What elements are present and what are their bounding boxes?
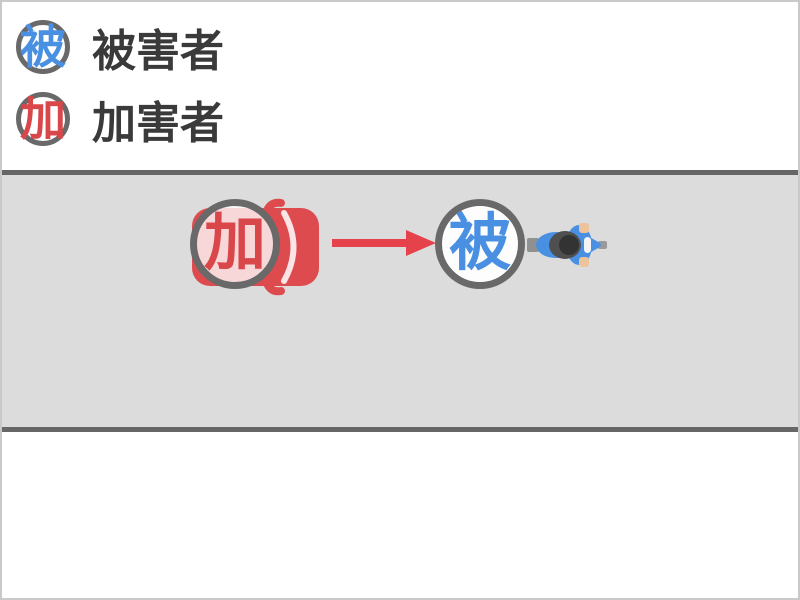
victim-badge-char: 被: [20, 21, 66, 73]
bike-rear-wheel: [527, 238, 539, 252]
victim-badge-icon: 被: [16, 20, 70, 74]
perpetrator-road-badge: 加: [190, 199, 280, 289]
car-windshield: [281, 210, 297, 284]
bike-rider-helmet: [559, 235, 579, 255]
arrow-right-icon: [332, 230, 436, 256]
legend-label-perpetrator: 加害者: [92, 99, 224, 148]
bike-rider-hand-top: [579, 223, 589, 233]
victim-road-badge: 被: [435, 199, 525, 289]
motorcycle-top-icon: [527, 223, 607, 267]
road: [2, 170, 798, 432]
arrow-shape: [332, 230, 436, 256]
bike-handlebar: [581, 225, 586, 265]
victim-road-badge-char: 被: [448, 209, 511, 278]
legend-item-perpetrator: 加 加害者: [16, 92, 224, 148]
legend-item-victim: 被 被害者: [16, 20, 224, 76]
bike-front-wheel: [598, 241, 607, 249]
bike-headlight: [584, 237, 591, 253]
perpetrator-badge-icon: 加: [16, 92, 70, 146]
bike-rider-hand-bottom: [579, 257, 589, 267]
perpetrator-road-badge-char: 加: [203, 209, 266, 278]
perpetrator-badge-char: 加: [20, 93, 66, 145]
legend-label-victim: 被害者: [92, 27, 224, 76]
